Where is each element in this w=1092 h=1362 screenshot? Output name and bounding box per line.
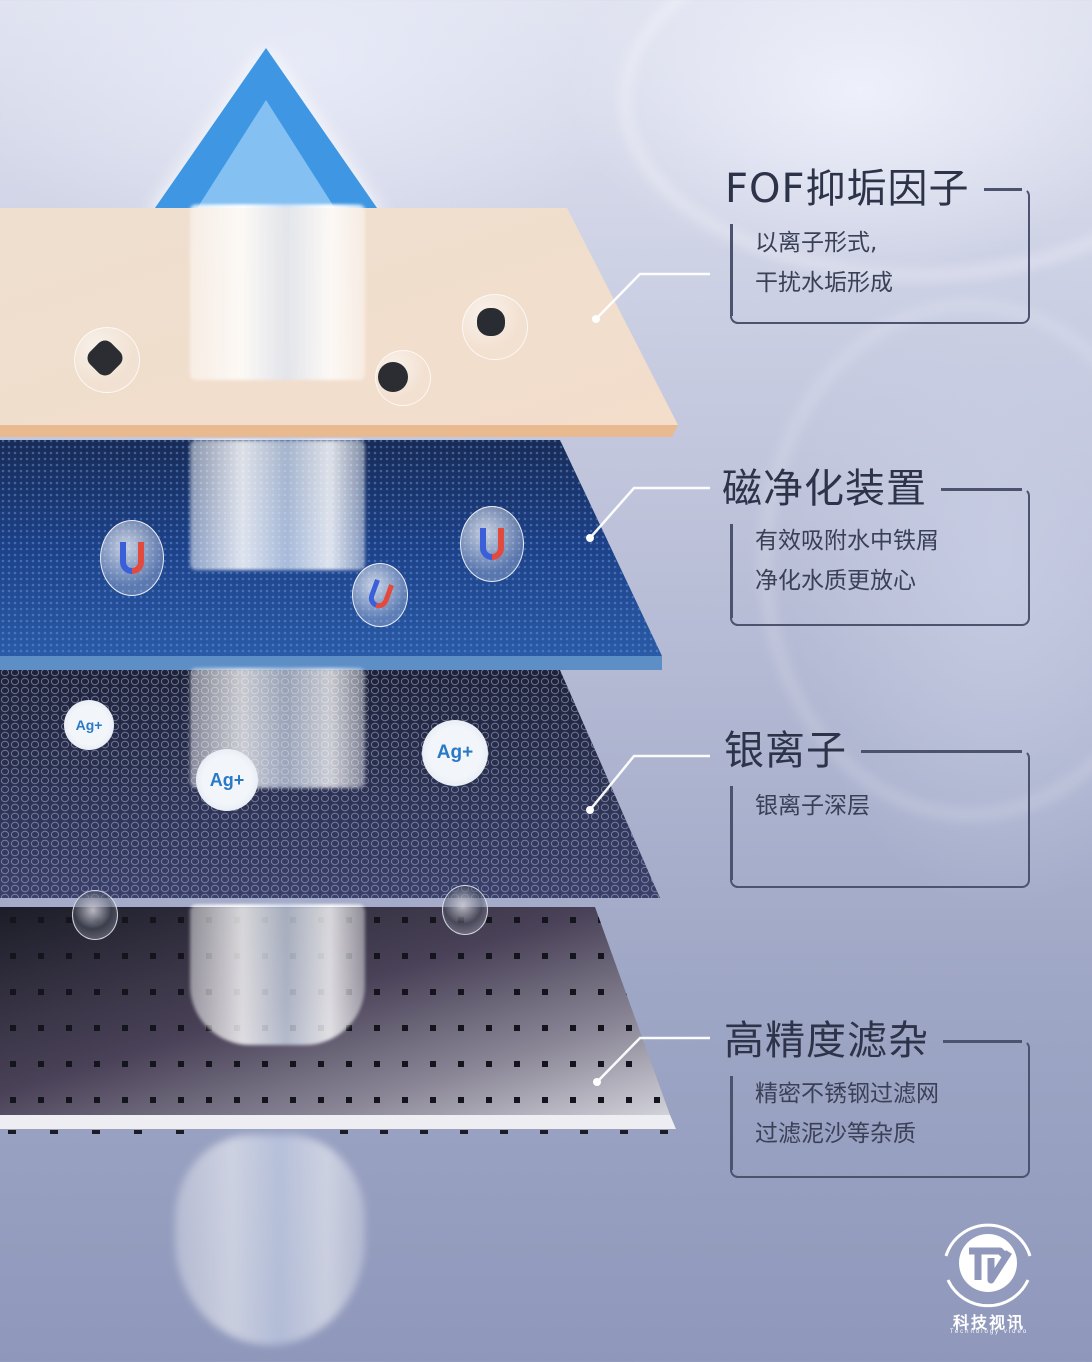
callout-desc-line: 干扰水垢形成 [755, 270, 893, 296]
water-stream-front [190, 905, 365, 1045]
callout-frame-left-stub [730, 224, 733, 316]
water-splash [175, 1135, 365, 1345]
callout-title: FOF抑垢因子 [725, 166, 970, 212]
watermark-tagline: Technology video [949, 1329, 1029, 1335]
callout-silver-ion: 银离子 银离子深层 [724, 728, 1034, 890]
callout-magnetic: 磁净化装置 有效吸附水中铁屑 净化水质更放心 [722, 466, 1034, 628]
callout-frame [730, 188, 1030, 324]
callout-desc-line: 净化水质更放心 [755, 568, 916, 594]
callout-frame-top-segment [983, 188, 1022, 191]
callout-frame [730, 1040, 1030, 1178]
callout-desc-line: 有效吸附水中铁屑 [755, 528, 939, 554]
impurity-bubble [72, 890, 118, 940]
callout-frame-top-segment [941, 488, 1022, 491]
impurity-bubble [442, 885, 488, 935]
callout-frame-corner [730, 314, 740, 324]
callout-desc-line: 精密不锈钢过滤网 [755, 1081, 939, 1107]
callout-frame-left-stub [730, 1076, 733, 1170]
callout-desc-line: 过滤泥沙等杂质 [755, 1121, 916, 1147]
callout-title: 银离子 [724, 728, 847, 774]
silver-ion-badge: Ag+ [422, 720, 488, 786]
callout-frame-top-segment [943, 1040, 1022, 1043]
magnet-icon [120, 542, 144, 574]
callout-title: 磁净化装置 [722, 466, 927, 512]
callout-desc-line: 以离子形式, [755, 230, 878, 256]
callout-fof: FOF抑垢因子 以离子形式, 干扰水垢形成 [725, 166, 1035, 326]
callout-frame-corner [730, 878, 740, 888]
tv-logo-icon [944, 1223, 1032, 1308]
magnet-bubble [460, 506, 524, 582]
magnet-bubble [352, 563, 408, 627]
callout-frame-top-segment [861, 750, 1022, 753]
callout-frame-corner [730, 1168, 740, 1178]
silver-ion-badge: Ag+ [196, 749, 258, 811]
callout-frame-left-stub [730, 786, 733, 880]
magnet-bubble [100, 520, 164, 596]
callout-title: 高精度滤杂 [724, 1018, 929, 1064]
arrow-shine [196, 100, 336, 210]
callout-frame [730, 750, 1030, 888]
silver-ion-badge: Ag+ [64, 700, 114, 750]
callout-desc-line: 银离子深层 [755, 793, 870, 819]
magnet-icon [368, 579, 394, 609]
watermark-brand: 科技视讯 [952, 1313, 1025, 1332]
callout-frame-corner [730, 616, 740, 626]
callout-frame-left-stub [730, 524, 733, 618]
water-stream-front [190, 205, 365, 380]
scale-particle-icon [477, 308, 505, 336]
callout-filter: 高精度滤杂 精密不锈钢过滤网 过滤泥沙等杂质 [724, 1018, 1034, 1180]
magnet-icon [480, 528, 504, 560]
scale-particle-icon [378, 362, 408, 392]
callout-frame [730, 488, 1030, 626]
water-stream-front [190, 440, 365, 570]
